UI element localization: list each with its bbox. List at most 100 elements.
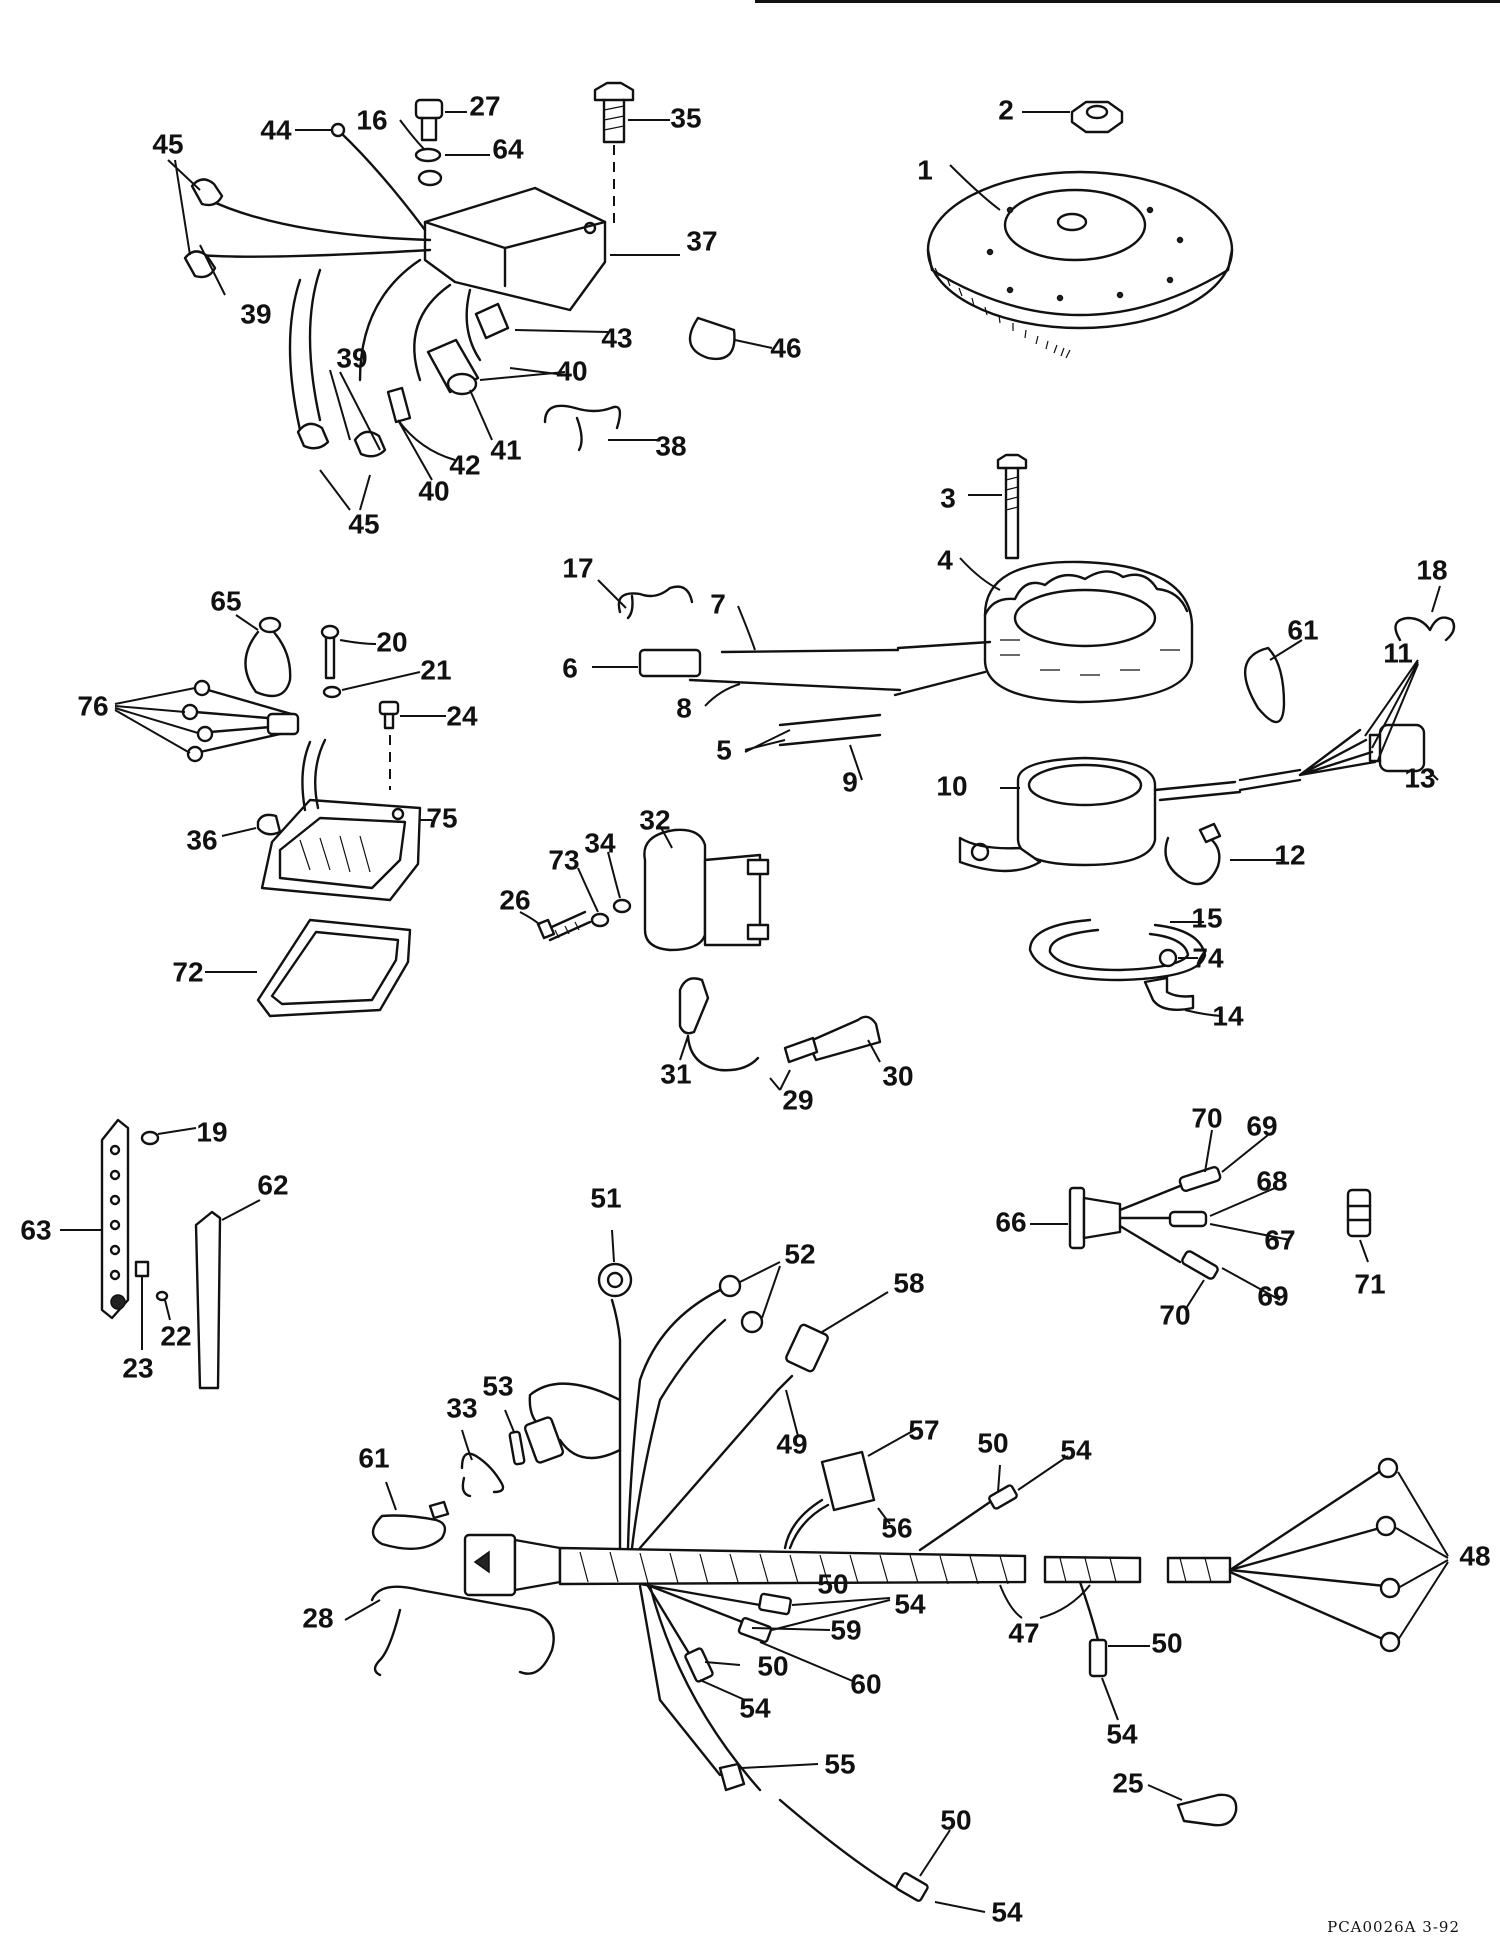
callout-73: 73 xyxy=(548,844,579,875)
callout-28: 28 xyxy=(302,1602,333,1633)
callout-50: 50 xyxy=(817,1568,848,1599)
callout-60: 60 xyxy=(850,1668,881,1699)
clip-46-part xyxy=(688,316,773,361)
callout-64: 64 xyxy=(492,133,524,164)
callout-54: 54 xyxy=(991,1896,1023,1927)
callout-75: 75 xyxy=(426,802,457,833)
callout-13: 13 xyxy=(1404,762,1435,793)
callout-47: 47 xyxy=(1008,1617,1039,1648)
callout-40: 40 xyxy=(556,355,587,386)
terminal-cover-part xyxy=(194,1199,261,1390)
callout-69: 69 xyxy=(1257,1280,1288,1311)
callout-54: 54 xyxy=(739,1692,771,1723)
callout-37: 37 xyxy=(686,225,717,256)
callout-54: 54 xyxy=(894,1588,926,1619)
callout-57: 57 xyxy=(908,1414,939,1445)
callout-63: 63 xyxy=(20,1214,51,1245)
callout-3: 3 xyxy=(940,482,956,513)
callout-43: 43 xyxy=(601,322,632,353)
screw-20-21-part xyxy=(320,624,421,699)
coil-screw-26-part xyxy=(519,851,632,942)
callout-62: 62 xyxy=(257,1169,288,1200)
callout-50: 50 xyxy=(977,1427,1008,1458)
callout-36: 36 xyxy=(186,824,217,855)
callout-50: 50 xyxy=(1151,1627,1182,1658)
fuse-53-part xyxy=(504,1409,526,1466)
callout-15: 15 xyxy=(1191,902,1222,933)
callout-55: 55 xyxy=(824,1748,855,1779)
power-pack-bolt-part xyxy=(593,81,670,228)
callout-20: 20 xyxy=(376,626,407,657)
drawing-code: PCA0026A 3-92 xyxy=(1327,1918,1460,1936)
spring-clip-17-part xyxy=(597,579,694,620)
cable-tie-61-part xyxy=(1244,639,1303,724)
callout-72: 72 xyxy=(172,956,203,987)
callout-44: 44 xyxy=(260,114,292,145)
callout-51: 51 xyxy=(590,1182,621,1213)
callout-38: 38 xyxy=(655,430,686,461)
ignition-coil-part xyxy=(643,825,770,952)
power-pack-part xyxy=(423,186,680,312)
callout-14: 14 xyxy=(1212,1000,1244,1031)
callout-54: 54 xyxy=(1106,1718,1138,1749)
power-pack-screw-part xyxy=(399,98,490,187)
power-pack-wiring-part xyxy=(167,122,609,511)
callout-50: 50 xyxy=(940,1804,971,1835)
callout-1: 1 xyxy=(917,154,933,185)
stator-part xyxy=(592,557,1194,781)
callout-31: 31 xyxy=(660,1058,691,1089)
flywheel-nut-part xyxy=(1022,100,1124,134)
clip-14-part xyxy=(1143,976,1223,1017)
callout-58: 58 xyxy=(893,1267,924,1298)
terminal-block-part xyxy=(60,1118,197,1350)
callout-69: 69 xyxy=(1246,1110,1277,1141)
callout-10: 10 xyxy=(936,770,967,801)
callout-59: 59 xyxy=(830,1614,861,1645)
gasket-72-part xyxy=(205,918,412,1018)
callout-76: 76 xyxy=(77,690,108,721)
screw-24-part xyxy=(378,700,446,790)
timer-base-part xyxy=(958,659,1439,873)
callout-45: 45 xyxy=(152,128,183,159)
callout-30: 30 xyxy=(882,1060,913,1091)
callout-61: 61 xyxy=(1287,614,1318,645)
callout-4: 4 xyxy=(937,544,953,575)
spring-clip-38-part xyxy=(543,404,658,452)
callout-22: 22 xyxy=(160,1320,191,1351)
callout-23: 23 xyxy=(122,1352,153,1383)
retaining-ring-15-part xyxy=(1028,918,1207,982)
clamp-25-part xyxy=(1147,1784,1238,1827)
callout-34: 34 xyxy=(584,827,616,858)
cable-tie-61b-part xyxy=(371,1481,450,1550)
callout-48: 48 xyxy=(1459,1540,1490,1571)
callout-45: 45 xyxy=(348,508,379,539)
callout-7: 7 xyxy=(710,588,726,619)
callout-18: 18 xyxy=(1416,554,1447,585)
flywheel-part xyxy=(926,164,1234,359)
callout-49: 49 xyxy=(776,1428,807,1459)
screw-74-part xyxy=(1158,948,1198,968)
callout-6: 6 xyxy=(562,652,578,683)
callout-68: 68 xyxy=(1256,1165,1287,1196)
connector-71-part xyxy=(1346,1188,1372,1263)
callout-33: 33 xyxy=(446,1392,477,1423)
rectifier-regulator-part xyxy=(114,679,432,902)
clip-36-part xyxy=(221,813,282,837)
callout-39: 39 xyxy=(336,342,367,373)
callout-56: 56 xyxy=(881,1512,912,1543)
callout-19: 19 xyxy=(196,1116,227,1147)
top-border-line xyxy=(755,0,1500,3)
callout-61: 61 xyxy=(358,1442,389,1473)
callout-70: 70 xyxy=(1191,1102,1222,1133)
callout-17: 17 xyxy=(562,552,593,583)
callout-71: 71 xyxy=(1354,1268,1385,1299)
callout-67: 67 xyxy=(1264,1224,1295,1255)
callout-39: 39 xyxy=(240,298,271,329)
callout-40: 40 xyxy=(418,475,449,506)
callout-8: 8 xyxy=(676,692,692,723)
callout-27: 27 xyxy=(469,90,500,121)
callout-41: 41 xyxy=(490,434,521,465)
spring-clip-18-part xyxy=(1394,585,1456,642)
callout-46: 46 xyxy=(770,332,801,363)
